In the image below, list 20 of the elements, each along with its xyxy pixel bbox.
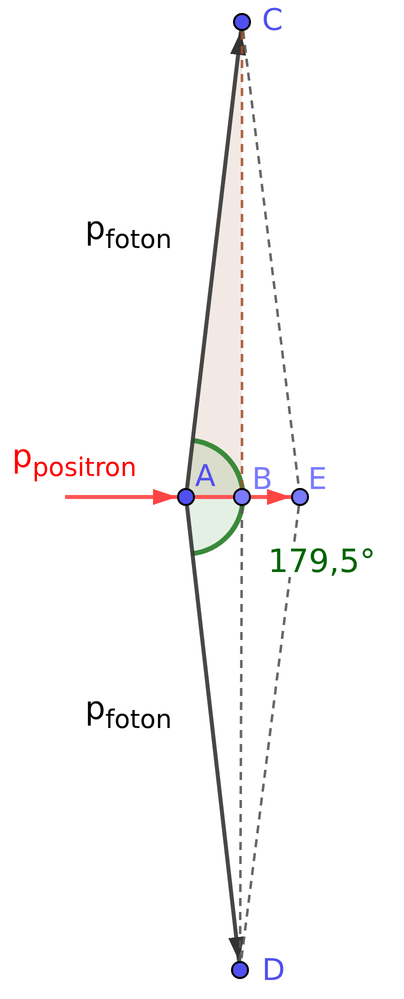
point-dot [291,488,309,506]
point-dot [231,961,249,979]
vector-arrow [185,506,244,962]
vector-arrow [65,489,177,505]
dashed-line [240,506,300,962]
point-label: A [195,462,216,492]
vector-label: p$_{foton}$ [85,212,172,254]
dashed-line [238,506,244,961]
vector-label: p$_{foton}$ [85,692,172,734]
dashed-line [240,31,244,488]
vector-arrow [251,489,291,505]
line [195,495,233,499]
point-label: E [308,465,327,495]
point-label: D [262,956,286,986]
point-dot [233,488,251,506]
point-label: C [262,6,283,36]
point-dot [233,13,251,31]
vector-label: p$_{positron}$ [12,440,137,482]
point-label: B [252,465,273,495]
point-dot [177,488,195,506]
